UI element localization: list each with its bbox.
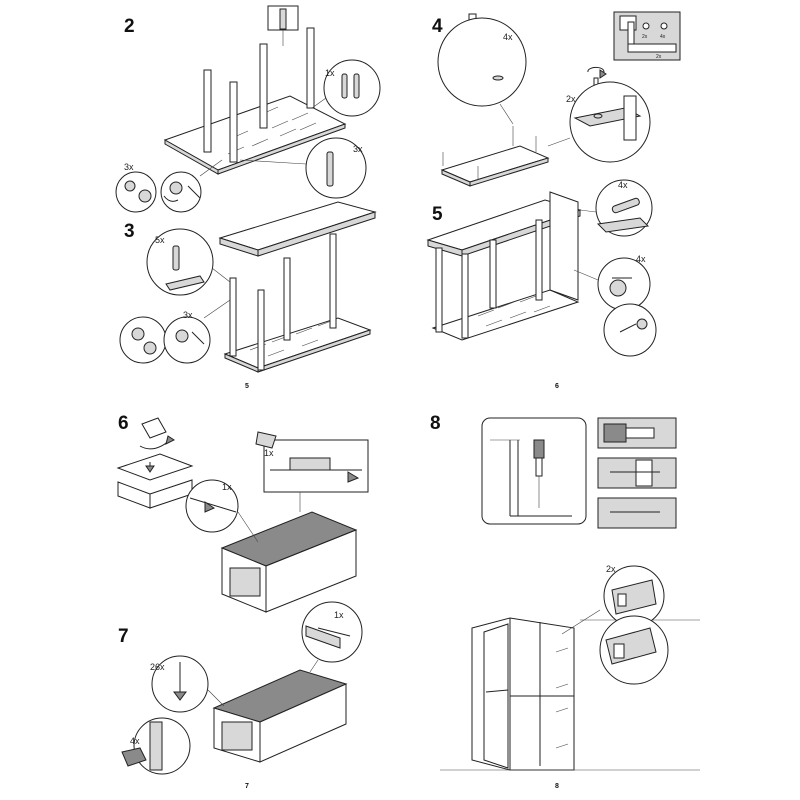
hammer-icon [255, 431, 277, 449]
step-3-illustration: 5x 3x [119, 201, 377, 373]
svg-text:1x: 1x [264, 448, 274, 458]
dowel-callout-circle [323, 59, 381, 117]
step-number-6: 6 [118, 413, 129, 434]
cam-bubble [603, 303, 657, 357]
hammer-icon [121, 747, 147, 767]
bottom-panel [223, 317, 372, 369]
svg-text:4x: 4x [636, 254, 646, 264]
page-number-7: 7 [245, 783, 249, 790]
bottom-panel [431, 289, 580, 341]
cam-bubble [119, 316, 167, 364]
side-panel [549, 191, 579, 301]
step-8-illustration: 2x [440, 417, 700, 771]
step-7-illustration: 26x 1x 4x [121, 601, 363, 775]
svg-text:4x: 4x [618, 180, 628, 190]
svg-text:1x: 1x [222, 482, 232, 492]
page-number-8: 8 [555, 783, 559, 790]
page-number-6: 6 [555, 383, 559, 390]
step-number-2: 2 [124, 16, 135, 37]
svg-text:3x: 3x [124, 162, 134, 172]
step-number-3: 3 [124, 221, 135, 242]
svg-text:3x: 3x [353, 144, 363, 154]
svg-text:2x: 2x [606, 564, 616, 574]
step-number-4: 4 [432, 16, 443, 37]
svg-text:4x: 4x [503, 32, 513, 42]
svg-text:3x: 3x [183, 310, 193, 320]
svg-text:26x: 26x [150, 662, 165, 672]
svg-text:2x: 2x [656, 54, 662, 60]
step-5-illustration: 4x 4x [426, 179, 657, 357]
nail-callout-circle [185, 479, 239, 533]
step-6-illustration: 1x 1x [116, 417, 369, 613]
wall-mount-diagram [481, 417, 587, 525]
svg-text:4x: 4x [130, 736, 140, 746]
svg-text:4x: 4x [660, 34, 666, 40]
screw-callout-circle [437, 17, 527, 107]
svg-text:2x: 2x [642, 34, 648, 40]
cam-bubble [305, 137, 367, 199]
step-number-7: 7 [118, 626, 129, 647]
step-2-illustration: 1x 3x 3x [115, 5, 381, 213]
step-number-5: 5 [432, 204, 443, 225]
page-number-5: 5 [245, 383, 249, 390]
wall-type-wood [597, 497, 677, 529]
step-4-illustration: 4x 2x 4x 2x [437, 11, 681, 187]
svg-text:1x: 1x [334, 610, 344, 620]
svg-text:2x: 2x [566, 94, 576, 104]
callout-label: 1x [325, 68, 335, 78]
step-number-8: 8 [430, 413, 441, 434]
svg-text:5x: 5x [155, 235, 165, 245]
